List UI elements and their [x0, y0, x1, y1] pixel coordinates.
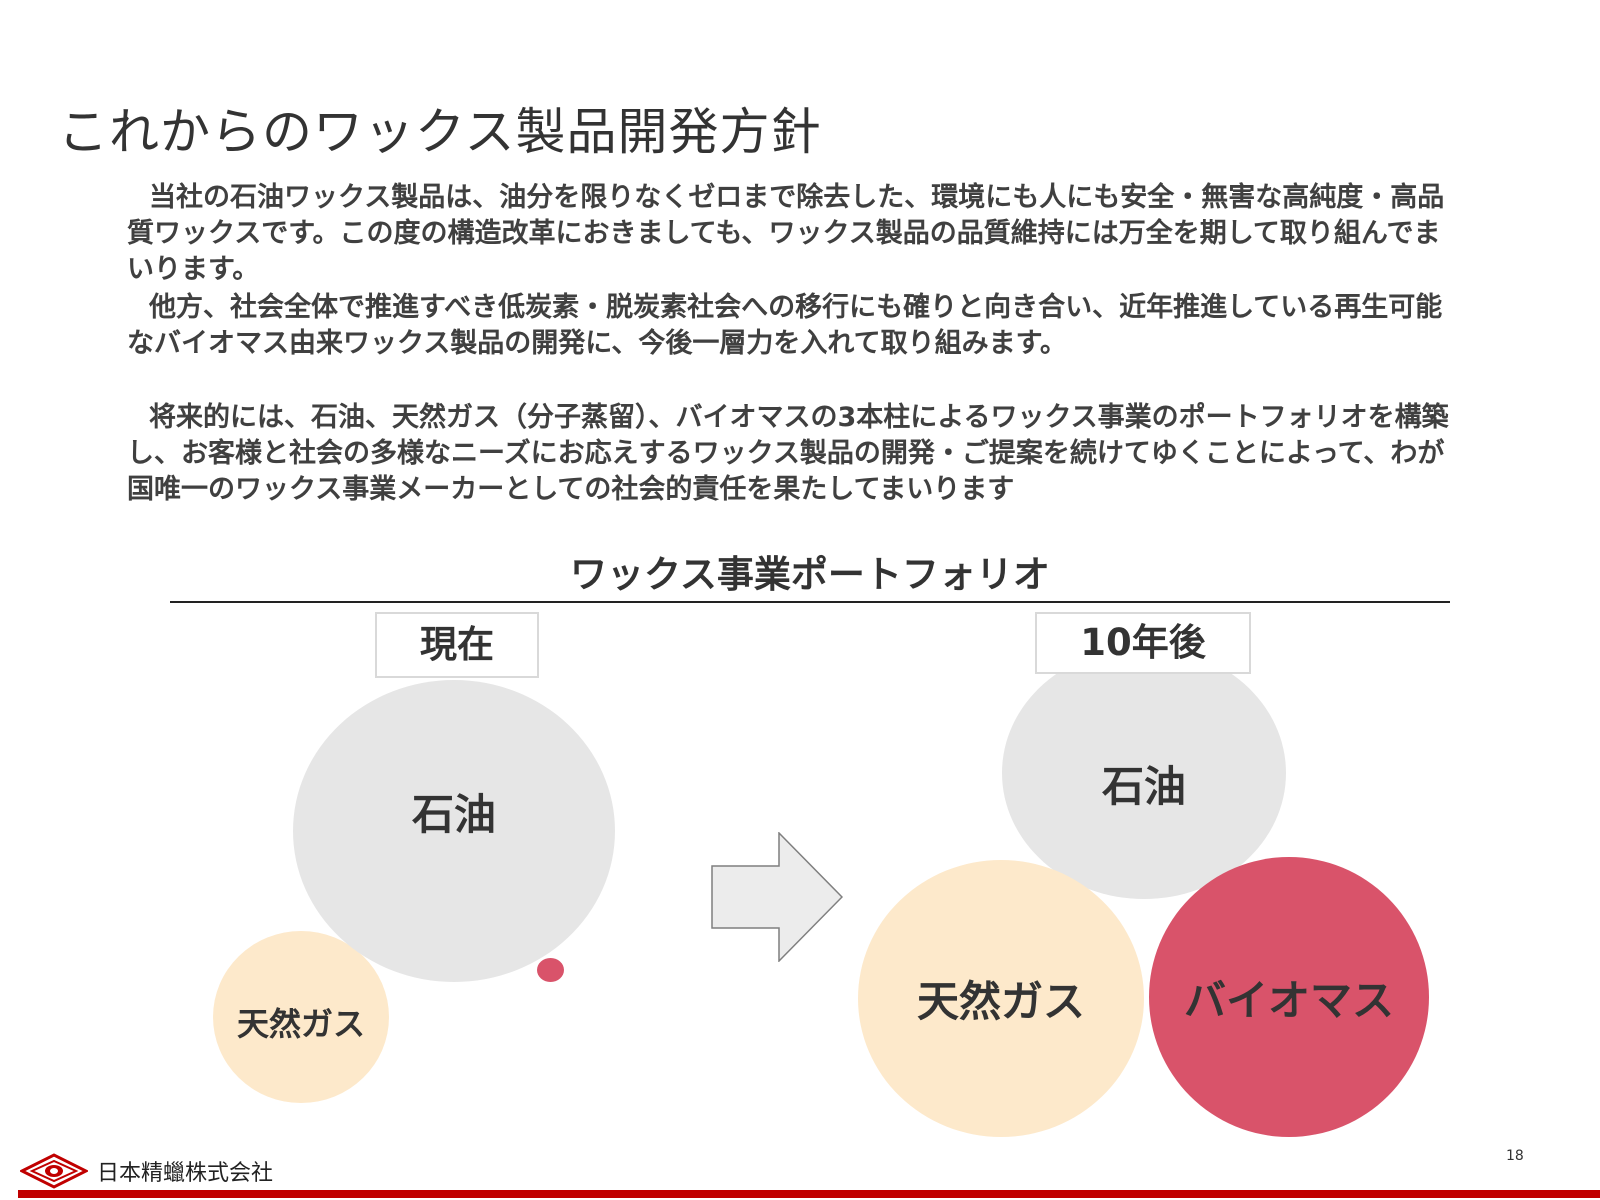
future-oil-bubble: 石油 [1002, 647, 1286, 899]
future-biomass-bubble: バイオマス [1149, 857, 1429, 1137]
future-gas-label: 天然ガス [916, 977, 1085, 1026]
page-number: 18 [1506, 1148, 1524, 1164]
current-label: 現在 [375, 612, 539, 678]
paragraph-3: 将来的には、石油、天然ガス（分子蒸留）、バイオマスの3本柱によるワックス事業のポ… [127, 402, 1449, 505]
paragraph-2: 他方、社会全体で推進すべき低炭素・脱炭素社会への移行にも確りと向き合い、近年推進… [127, 292, 1443, 359]
footer-bar [18, 1190, 1600, 1198]
future-gas-bubble: 天然ガス [858, 860, 1144, 1137]
page-title: これからのワックス製品開発方針 [58, 103, 822, 161]
future-biomass-label: バイオマス [1183, 975, 1394, 1025]
current-gas-label: 天然ガス [236, 1005, 365, 1043]
company-logo-icon [20, 1153, 88, 1189]
future-label: 10年後 [1035, 612, 1251, 674]
current-biomass-bubble [537, 958, 564, 982]
paragraph-1: 当社の石油ワックス製品は、油分を限りなくゼロまで除去した、環境にも人にも安全・無… [127, 182, 1445, 285]
current-oil-label: 石油 [411, 789, 496, 839]
current-gas-bubble: 天然ガス [213, 931, 389, 1103]
portfolio-divider [170, 601, 1450, 603]
current-oil-bubble: 石油 [293, 680, 615, 982]
company-name: 日本精蠟株式会社 [97, 1161, 274, 1186]
future-oil-label: 石油 [1101, 761, 1186, 811]
portfolio-title: ワックス事業ポートフォリオ [570, 553, 1050, 596]
right-arrow-icon [711, 832, 843, 962]
